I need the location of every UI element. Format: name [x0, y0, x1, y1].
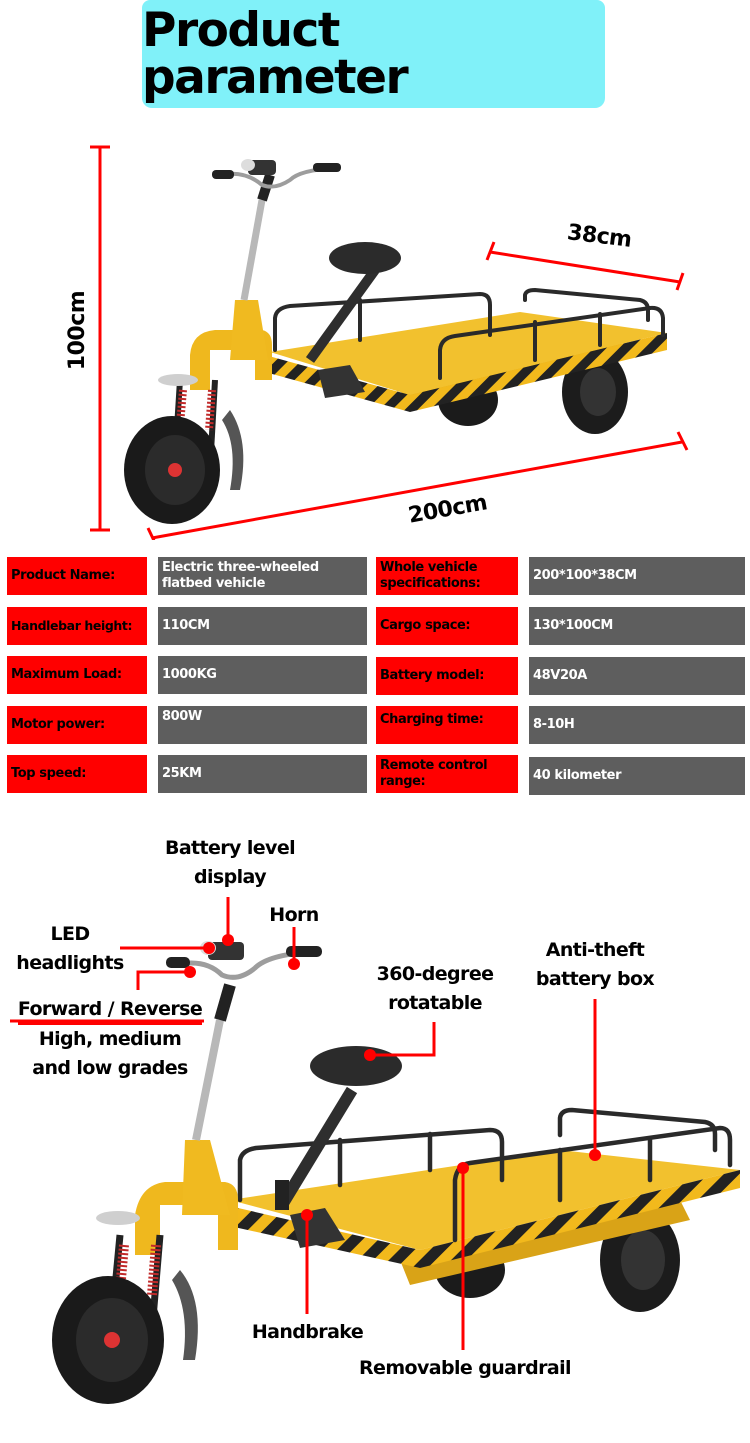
spec-label-handlebar-height: Handlebar height: — [7, 607, 147, 645]
page-title: Product parameter — [142, 3, 409, 105]
spec-label-maximum-load: Maximum Load: — [7, 656, 147, 694]
spec-label-vehicle-specifications: Whole vehicle specifications: — [376, 557, 518, 595]
spec-label-cargo-space: Cargo space: — [376, 607, 518, 645]
spec-value-cargo-space: 130*100CM — [529, 607, 745, 645]
spec-label-charging-time: Charging time: — [376, 706, 518, 744]
callout-360-degree-rotatable-seat: 360-degree rotatable — [376, 963, 494, 1014]
spec-value-battery-model: 48V20A — [529, 657, 745, 695]
spec-label-remote-control-range: Remote control range: — [376, 755, 518, 793]
spec-value-product-name: Electric three-wheeled flatbed vehicle — [158, 557, 367, 595]
callout-horn: Horn — [269, 904, 319, 926]
spec-value-remote-control-range: 40 kilometer — [529, 757, 745, 795]
callout-anti-theft-battery-box: Anti-theft battery box — [535, 939, 655, 990]
vehicle-illustration — [124, 159, 667, 524]
spec-label-battery-model: Battery model: — [376, 657, 518, 695]
callout-removable-guardrail: Removable guardrail — [359, 1357, 572, 1379]
page-title-banner: Product parameter — [142, 0, 605, 108]
callout-handbrake: Handbrake — [251, 1321, 364, 1343]
spec-label-top-speed: Top speed: — [7, 755, 147, 793]
spec-value-vehicle-specifications: 200*100*38CM — [529, 557, 745, 595]
length-dimension-line — [146, 431, 689, 540]
spec-value-maximum-load: 1000KG — [158, 656, 367, 694]
height-dimension-line — [90, 145, 110, 532]
vehicle-dimensions-image — [90, 145, 689, 540]
vehicle-features-image — [10, 897, 740, 1404]
spec-value-charging-time: 8-10H — [529, 706, 745, 744]
height-dimension-label: 100cm — [65, 290, 91, 371]
vehicle-illustration — [52, 941, 740, 1404]
spec-value-motor-power: 800W — [158, 706, 367, 744]
spec-value-top-speed: 25KM — [158, 755, 367, 793]
callout-led-headlights: LED headlights — [16, 923, 124, 974]
spec-label-product-name: Product Name: — [7, 557, 147, 595]
callout-battery-level-display: Battery level display — [164, 837, 296, 888]
callout-leader-lines — [10, 897, 597, 1350]
spec-label-motor-power: Motor power: — [7, 706, 147, 744]
width-dimension-line — [485, 241, 685, 291]
callout-gear-selector: Forward / Reverse High, medium and low g… — [17, 998, 203, 1079]
callout-dots — [184, 934, 601, 1221]
spec-value-handlebar-height: 110CM — [158, 607, 367, 645]
